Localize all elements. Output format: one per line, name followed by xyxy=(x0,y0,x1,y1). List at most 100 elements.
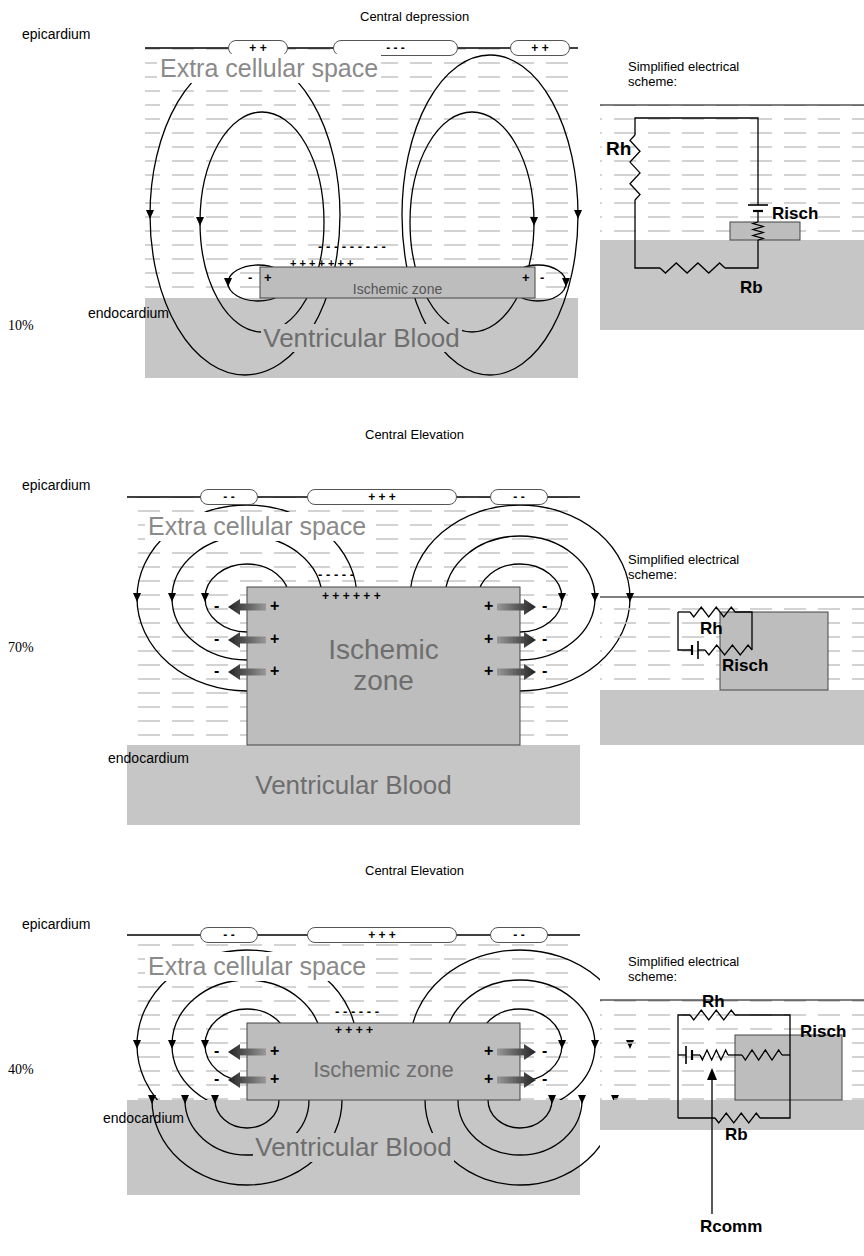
ischemic-zone: Ischemic zone xyxy=(260,267,535,298)
charge-signs: + xyxy=(522,271,530,286)
field-arrowhead xyxy=(530,217,538,226)
charge-signs: - xyxy=(542,662,547,680)
resistor-label: Rh xyxy=(700,619,723,639)
wire xyxy=(735,612,752,650)
charge-signs: - xyxy=(542,597,547,615)
wire xyxy=(757,211,758,222)
region-label: Ischemic zone xyxy=(307,635,461,697)
wire xyxy=(678,1117,715,1118)
field-arrowhead xyxy=(201,593,209,602)
charge-signs: - xyxy=(214,597,219,615)
charge-signs: + xyxy=(484,630,493,648)
field-arrowhead xyxy=(591,593,599,602)
charge-signs: + xyxy=(484,662,493,680)
current-arrow xyxy=(497,1072,536,1088)
text-label: Simplified electrical scheme: xyxy=(628,955,768,985)
region-label: Ventricular Blood xyxy=(261,324,462,353)
current-arrow xyxy=(497,599,536,615)
field-arrowhead xyxy=(201,1040,209,1049)
charge-signs: - - xyxy=(513,929,524,941)
charge-signs: + + + + + + + xyxy=(290,257,353,270)
region-label: Ventricular Blood xyxy=(253,1133,454,1162)
text-label: Central depression xyxy=(360,10,469,25)
current-arrow xyxy=(497,664,536,680)
current-arrow xyxy=(497,632,536,648)
charge-signs: + + xyxy=(531,42,548,54)
field-arrowhead xyxy=(562,278,570,287)
percentage-label: 70% xyxy=(8,640,34,656)
current-arrow xyxy=(228,1044,266,1060)
field-arrowhead xyxy=(558,1040,566,1049)
charge-signs: - xyxy=(542,1070,547,1088)
field-arrowhead xyxy=(133,593,141,602)
current-arrow xyxy=(228,664,266,680)
charge-signs: + xyxy=(270,1042,279,1060)
field-arrowhead xyxy=(133,1040,141,1049)
battery-plate xyxy=(748,204,768,206)
blood-band: Ventricular Blood xyxy=(127,1100,580,1195)
charge-signs: - xyxy=(540,271,544,286)
charge-signs: - - xyxy=(513,491,524,503)
text-label: Extra cellular space xyxy=(157,54,381,83)
resistor-symbol xyxy=(715,1113,760,1123)
wire xyxy=(678,1015,690,1118)
charge-pill: - - xyxy=(490,927,548,943)
charge-signs: + xyxy=(264,271,272,286)
resistor-label: Risch xyxy=(800,1022,846,1042)
charge-signs: + xyxy=(270,662,279,680)
field-line xyxy=(410,112,534,332)
field-line xyxy=(488,1100,552,1128)
field-arrowhead xyxy=(211,1095,219,1104)
field-arrowhead xyxy=(578,1095,586,1104)
charge-pill: + + + xyxy=(307,927,457,943)
ischemic-zone: Ischemic zone xyxy=(247,587,520,745)
charge-pill: - - xyxy=(200,489,258,505)
region-label: Ischemic zone xyxy=(311,1058,456,1082)
blood-band: Ventricular Blood xyxy=(127,745,580,825)
field-arrowhead xyxy=(558,593,566,602)
resistor-symbol xyxy=(690,607,735,617)
wire xyxy=(692,1054,700,1055)
field-arrowhead xyxy=(196,217,204,226)
resistor-symbol xyxy=(705,645,752,655)
wire xyxy=(698,649,705,650)
charge-signs: - - xyxy=(223,491,234,503)
resistor-label: Risch xyxy=(722,656,768,676)
charge-signs: + xyxy=(484,1070,493,1088)
resistor-symbol xyxy=(700,1050,728,1060)
charge-signs: + xyxy=(484,1042,493,1060)
wire xyxy=(728,1054,742,1055)
resistor-label: Rh xyxy=(702,992,725,1012)
resistor-label: Rcomm xyxy=(700,1217,762,1237)
field-arrowhead xyxy=(224,278,232,287)
region-label: Ischemic zone xyxy=(351,282,444,297)
charge-signs: + + + xyxy=(368,491,396,503)
charge-signs: + xyxy=(270,597,279,615)
text-label: Extra cellular space xyxy=(145,512,369,541)
leader-arrowhead xyxy=(707,1068,717,1080)
charge-pill: + + xyxy=(510,40,570,56)
text-label: Simplified electrical scheme: xyxy=(628,60,768,90)
field-arrowhead xyxy=(181,1095,189,1104)
charge-signs: + + + + + + xyxy=(322,590,381,604)
text-label: epicardium xyxy=(22,26,90,42)
charge-signs: - xyxy=(542,630,547,648)
charge-signs: - - - - - - xyxy=(335,1005,379,1020)
field-arrowhead xyxy=(574,210,582,219)
battery-plate xyxy=(697,641,699,659)
field-arrowhead xyxy=(168,1040,176,1049)
charge-signs: - xyxy=(542,1042,547,1060)
blood-band: Ventricular Blood xyxy=(145,298,578,378)
text-label: epicardium xyxy=(22,916,90,932)
field-arrowhead xyxy=(148,1095,156,1104)
wire xyxy=(735,1015,790,1118)
charge-pill: - - xyxy=(200,927,258,943)
text-label: endocardium xyxy=(108,750,189,766)
resistor-symbol xyxy=(753,222,763,240)
charge-signs: - xyxy=(214,1042,219,1060)
resistor-symbol xyxy=(690,1010,735,1020)
wire xyxy=(635,118,758,205)
wire xyxy=(782,1054,790,1055)
battery-plate xyxy=(685,1046,687,1064)
charge-signs: + + + xyxy=(368,929,396,941)
